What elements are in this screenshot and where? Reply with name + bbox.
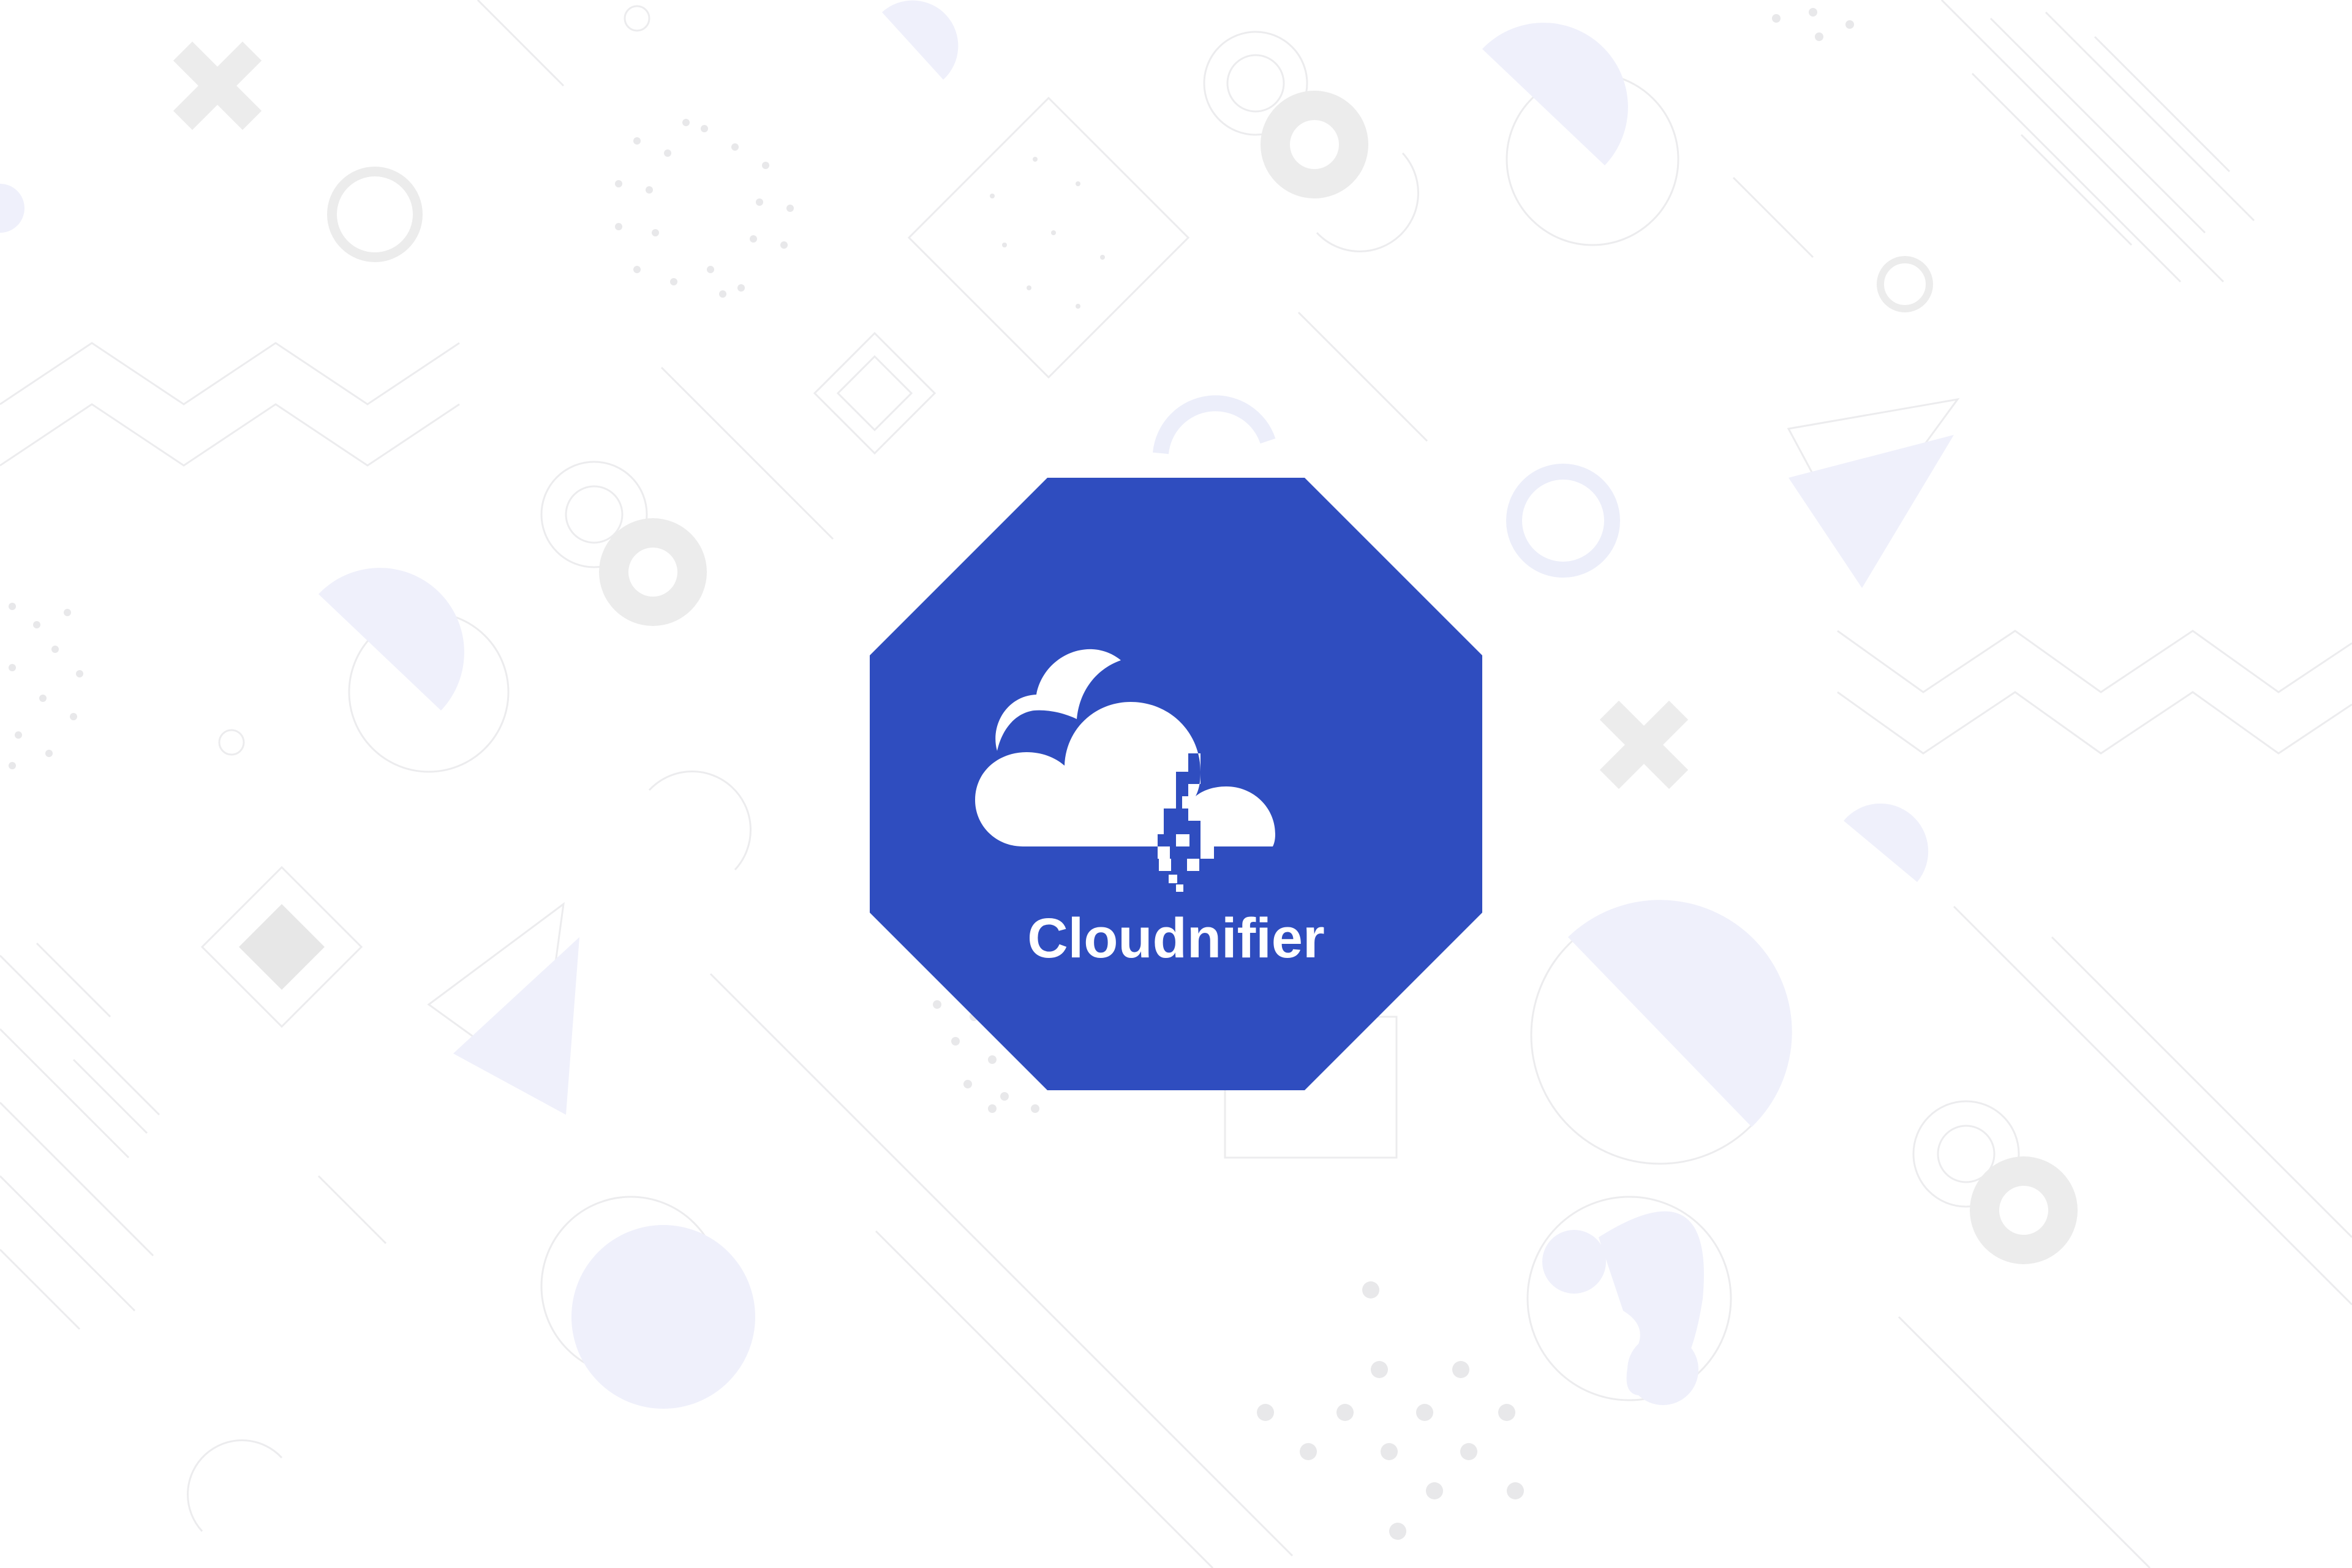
pattern-dots: [9, 8, 1854, 1540]
pattern-lavender-shapes: [0, 0, 1954, 1409]
pattern-gray-shapes: [173, 41, 2078, 1264]
cloud-icon: [975, 649, 1275, 892]
brand-logo-badge: Cloudnifier: [870, 478, 1482, 1090]
brand-wordmark: Cloudnifier: [1027, 907, 1325, 970]
